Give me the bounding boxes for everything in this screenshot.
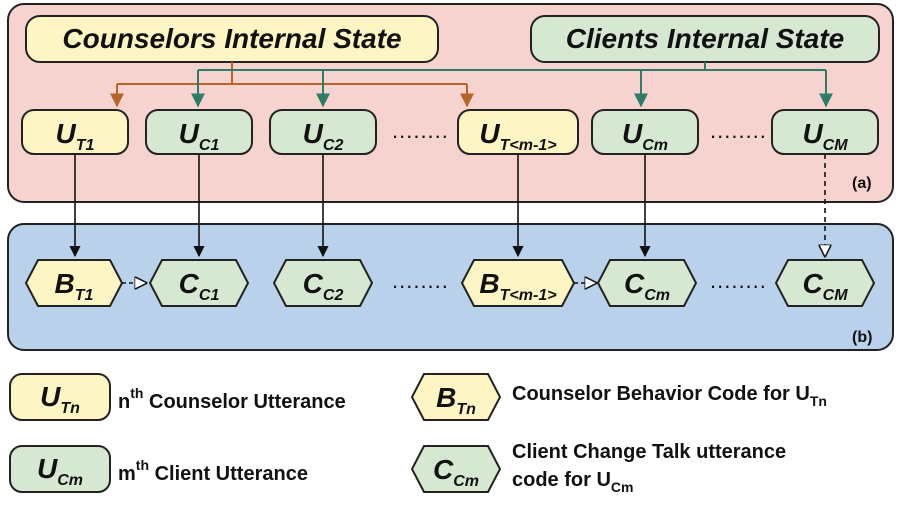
code-bt1-main: B [55, 268, 75, 299]
utterance-utm1: UT<m-1> [457, 109, 579, 155]
code-ccM-main: C [802, 268, 823, 299]
utterance-uc1-sub: C1 [199, 137, 220, 154]
code-bt1-sub: T1 [75, 287, 94, 304]
svg-text:UCM: UCM [802, 118, 848, 154]
counselor-state-box: Counselors Internal State [25, 15, 439, 63]
svg-text:BTn: BTn [436, 382, 476, 418]
code-cc1: CC1 [148, 259, 250, 307]
code-ccm-sub: Cm [644, 287, 670, 304]
utterance-utm1-sub: T<m-1> [500, 137, 557, 154]
svg-text:Client Change Talk utterance: Client Change Talk utterance [512, 441, 786, 463]
legend-counselor-utterance: UTn nth Counselor Utterance [9, 373, 346, 421]
utterance-ut1-sub: T1 [76, 137, 95, 154]
code-cc2-sub: C2 [323, 287, 344, 304]
svg-text:UCm: UCm [622, 118, 668, 154]
vertical-arrows [69, 154, 825, 256]
svg-text:mth Client Utterance: mth Client Utterance [118, 457, 308, 485]
utterance-uc2-sub: C2 [323, 137, 344, 154]
panel-b [7, 223, 894, 351]
client-arrows [191, 62, 833, 108]
utterance-ucm: UCm [591, 109, 699, 155]
utterance-ut1-main: U [56, 118, 77, 149]
utterance-utm1-main: U [479, 118, 500, 149]
svg-text:UTn: UTn [40, 381, 80, 417]
legend-client-utterance: UCm mth Client Utterance [9, 445, 308, 493]
code-cc2: CC2 [272, 259, 374, 307]
utterance-uc1: UC1 [145, 109, 253, 155]
code-cc1-main: C [179, 268, 200, 299]
legend: UTn nth Counselor Utterance UCm mth Clie… [9, 373, 827, 495]
code-btm1-main: B [479, 268, 499, 299]
svg-text:UC1: UC1 [179, 118, 220, 154]
utterance-ucM: UCM [771, 109, 879, 155]
code-ccm: CCm [596, 259, 698, 307]
code-btm1: BT<m-1> [460, 259, 576, 307]
counselor-arrows [110, 62, 474, 108]
ellipsis-top-1: ........ [392, 118, 449, 143]
code-ccM: CCM [774, 259, 876, 307]
utterance-ucM-main: U [802, 118, 823, 149]
code-bt1: BT1 [24, 259, 124, 307]
utterance-uc2: UC2 [269, 109, 377, 155]
svg-text:BT1: BT1 [55, 268, 94, 304]
code-cc1-sub: C1 [199, 287, 220, 304]
svg-text:Counselor Behavior Code for UT: Counselor Behavior Code for UTn [512, 383, 827, 409]
svg-text:UC2: UC2 [303, 118, 344, 154]
panel-a-label: (a) [852, 175, 872, 192]
panel-b-label: (b) [852, 329, 872, 346]
utterance-uc2-main: U [303, 118, 324, 149]
client-state-label: Clients Internal State [566, 23, 845, 54]
svg-text:nth Counselor Utterance: nth Counselor Utterance [118, 385, 346, 413]
utterance-ucM-sub: CM [823, 137, 849, 154]
svg-text:code for UCm: code for UCm [512, 469, 633, 495]
code-ccM-sub: CM [823, 287, 849, 304]
svg-text:UT1: UT1 [56, 118, 95, 154]
code-cc2-main: C [303, 268, 324, 299]
utterance-ut1: UT1 [21, 109, 129, 155]
svg-text:CCm: CCm [624, 268, 670, 304]
utterance-ucm-sub: Cm [642, 137, 668, 154]
legend-change-talk: CCm Client Change Talk utterance code fo… [410, 441, 786, 495]
code-btm1-sub: T<m-1> [500, 287, 557, 304]
utterance-ucm-main: U [622, 118, 643, 149]
svg-text:CC1: CC1 [179, 268, 220, 304]
code-ccm-main: C [624, 268, 645, 299]
svg-text:CCM: CCM [802, 268, 848, 304]
utterance-uc1-main: U [179, 118, 200, 149]
svg-text:UT<m-1>: UT<m-1> [479, 118, 556, 154]
svg-text:UCm: UCm [37, 453, 83, 489]
svg-text:CCm: CCm [433, 454, 479, 490]
ellipsis-bottom-1: ........ [392, 268, 449, 293]
client-state-box: Clients Internal State [530, 15, 880, 63]
svg-text:BT<m-1>: BT<m-1> [479, 268, 556, 304]
ellipsis-top-2: ........ [710, 118, 767, 143]
svg-text:CC2: CC2 [303, 268, 344, 304]
counselor-state-label: Counselors Internal State [62, 23, 401, 54]
ellipsis-bottom-2: ........ [710, 268, 767, 293]
legend-behavior-code: BTn Counselor Behavior Code for UTn [410, 373, 827, 421]
